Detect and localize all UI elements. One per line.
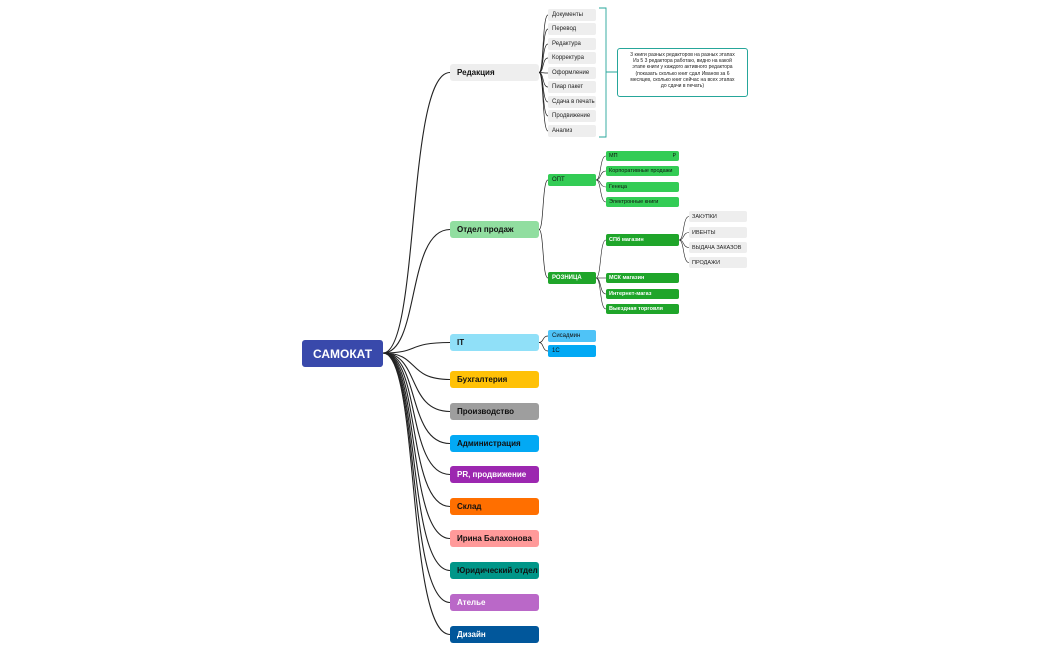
root-node[interactable]: САМОКАТ	[302, 340, 383, 367]
roznitsa-item[interactable]: МСК магазин	[606, 273, 679, 283]
sales-roznitsa[interactable]: РОЗНИЦА	[548, 272, 596, 284]
redaktsiya-note: 3 книги разных редакторов на разных этап…	[617, 48, 748, 97]
redaktsiya-item[interactable]: Анализ	[548, 125, 596, 137]
branch-pr[interactable]: PR, продвижение	[450, 466, 539, 483]
note-line: до сдачи в печать)	[660, 83, 705, 90]
it-item-1c[interactable]: 1С	[548, 345, 596, 357]
connector-line	[538, 43, 549, 73]
connector-line	[382, 228, 451, 354]
redaktsiya-item[interactable]: Сдача в печать	[548, 96, 596, 108]
note-line: Из 5 3 редактора работаю, видно на какой	[633, 58, 732, 65]
branch-design[interactable]: Дизайн	[450, 626, 539, 643]
roznitsa-item-spb[interactable]: СПб магазин	[606, 234, 679, 246]
note-line: месяцев, сколько книг сейчас на всех эта…	[630, 76, 735, 83]
branch-administration[interactable]: Администрация	[450, 435, 539, 452]
connector-line	[538, 229, 549, 279]
opt-item[interactable]: Генеца	[606, 182, 679, 192]
redaktsiya-item[interactable]: Пиар пакет	[548, 81, 596, 93]
connector-line	[538, 72, 549, 132]
spb-item[interactable]: ЗАКУПКИ	[689, 211, 747, 222]
spb-item[interactable]: ИВЕНТЫ	[689, 227, 747, 238]
redaktsiya-item[interactable]: Корректура	[548, 52, 596, 64]
redaktsiya-item[interactable]: Оформление	[548, 67, 596, 79]
connector-line	[538, 342, 549, 352]
note-line: 3 книги разных редакторов на разных этап…	[630, 52, 735, 58]
connector-line	[595, 277, 607, 310]
connector-line	[382, 352, 451, 540]
sales-opt[interactable]: ОПТ	[548, 174, 596, 186]
redaktsiya-item[interactable]: Перевод	[548, 23, 596, 35]
connector-line	[382, 352, 451, 381]
roznitsa-item[interactable]: Выездная торговля	[606, 304, 679, 314]
branch-production[interactable]: Производство	[450, 403, 539, 420]
connector-line	[538, 179, 549, 230]
branch-accounting[interactable]: Бухгалтерия	[450, 371, 539, 388]
connector-line	[382, 352, 451, 636]
redaktsiya-item[interactable]: Продвижение	[548, 110, 596, 122]
opt-item-label: МП	[609, 153, 618, 159]
it-item-sysadmin[interactable]: Сисадмин	[548, 330, 596, 342]
note-line: этапе книги у каждого активного редактор…	[632, 64, 733, 71]
connector-line	[382, 341, 451, 354]
connector-line	[382, 352, 451, 413]
opt-item[interactable]: Корпоративные продажи	[606, 166, 679, 176]
branch-legal[interactable]: Юридический отдел	[450, 562, 539, 579]
connector-line	[538, 57, 549, 73]
note-bracket	[599, 7, 617, 138]
connector-line	[382, 352, 451, 445]
branch-atelier[interactable]: Ателье	[450, 594, 539, 611]
branch-warehouse[interactable]: Склад	[450, 498, 539, 515]
connector-line	[595, 277, 607, 295]
roznitsa-item[interactable]: Интернет-магаз	[606, 289, 679, 299]
connector-line	[382, 352, 451, 508]
connector-line	[595, 179, 607, 203]
branch-sales[interactable]: Отдел продаж	[450, 221, 539, 238]
opt-item-mp[interactable]: МП P	[606, 151, 679, 161]
connector-line	[678, 239, 690, 263]
spb-item[interactable]: ВЫДАЧА ЗАКАЗОВ	[689, 242, 747, 253]
connector-line	[678, 232, 690, 241]
redaktsiya-item[interactable]: Редактура	[548, 38, 596, 50]
branch-it[interactable]: IT	[450, 334, 539, 351]
connector-line	[678, 216, 690, 241]
connector-line	[595, 155, 607, 181]
spb-item[interactable]: ПРОДАЖИ	[689, 257, 747, 268]
branch-redaktsiya[interactable]: Редакция	[450, 64, 539, 81]
connector-line	[382, 352, 451, 476]
opt-item[interactable]: Электронные книги	[606, 197, 679, 207]
redaktsiya-item[interactable]: Документы	[548, 9, 596, 21]
connector-line	[595, 239, 607, 279]
connector-line	[538, 28, 549, 73]
flag-icon: P	[672, 153, 676, 159]
branch-irina[interactable]: Ирина Балахонова	[450, 530, 539, 547]
connector-line	[595, 170, 607, 181]
connector-line	[538, 335, 549, 343]
note-line: (показать сколько книг сдал Иванов за 6	[635, 70, 730, 77]
connector-line	[382, 71, 451, 354]
